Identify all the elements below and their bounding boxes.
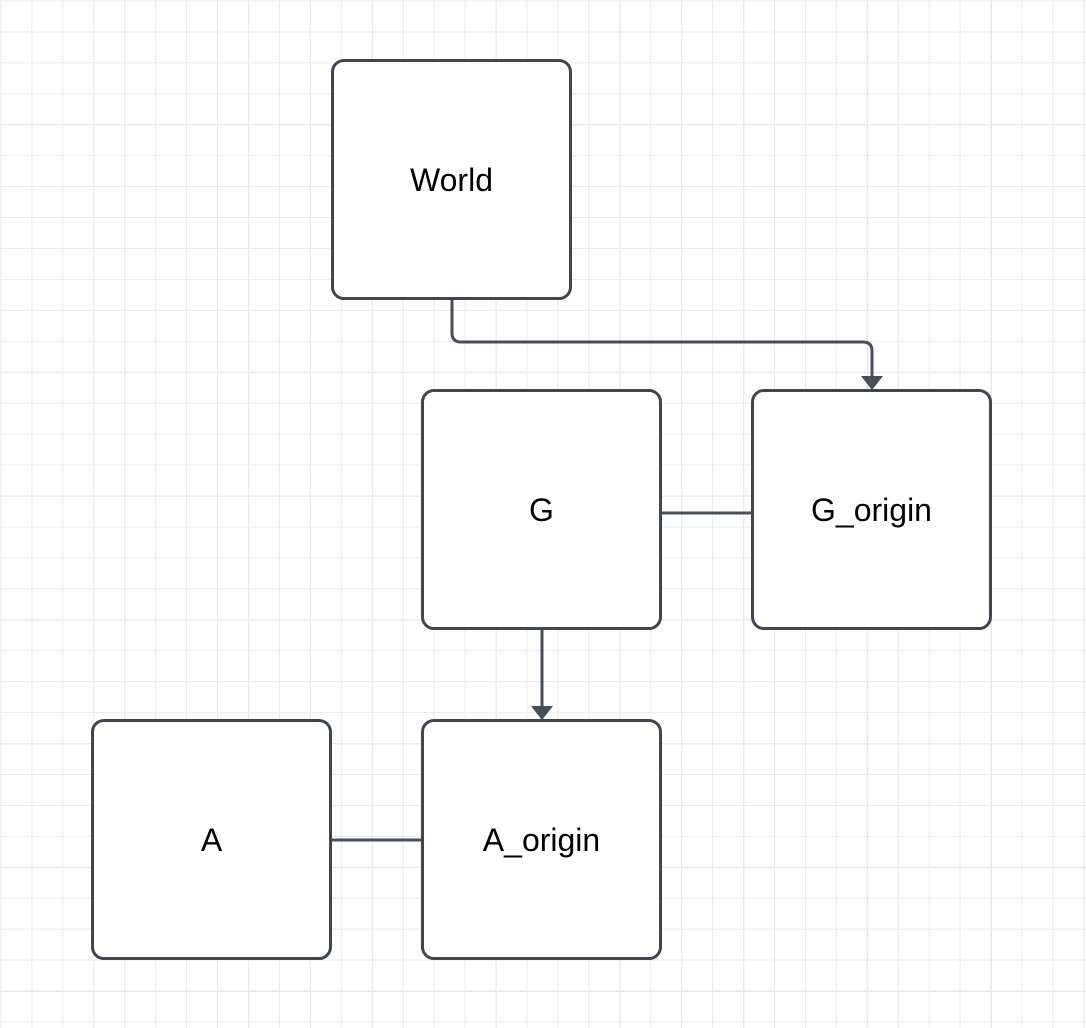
arrowhead-icon-g_origin bbox=[861, 376, 883, 390]
node-label-a: A bbox=[200, 821, 223, 858]
arrowhead-icon-a_origin bbox=[531, 706, 553, 720]
node-label-world: World bbox=[410, 161, 493, 198]
node-g[interactable]: G bbox=[421, 389, 662, 630]
node-g-origin[interactable]: G_origin bbox=[751, 389, 992, 630]
node-label-g-origin: G_origin bbox=[811, 491, 932, 528]
node-world[interactable]: World bbox=[331, 59, 572, 300]
edge-world-to-g_origin[interactable] bbox=[450, 300, 874, 376]
node-a-origin[interactable]: A_origin bbox=[421, 719, 662, 960]
node-label-g: G bbox=[529, 491, 554, 528]
node-a[interactable]: A bbox=[91, 719, 332, 960]
node-label-a-origin: A_origin bbox=[482, 821, 601, 858]
